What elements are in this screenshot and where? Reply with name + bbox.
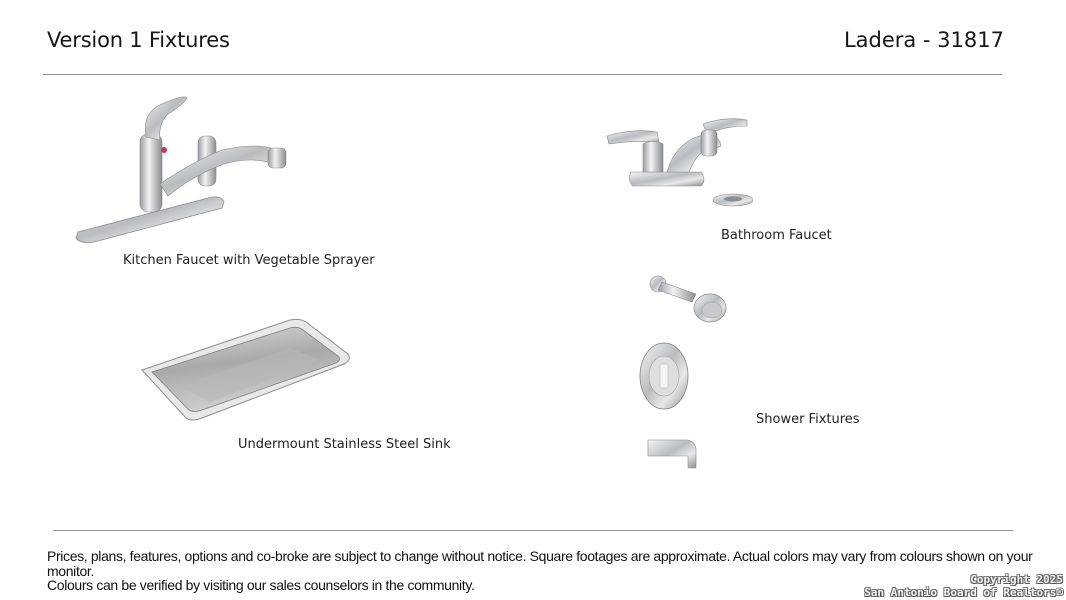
bathroom-faucet-image bbox=[606, 118, 754, 207]
kitchen-faucet-image bbox=[75, 96, 287, 243]
bottom-divider bbox=[53, 530, 1013, 531]
top-divider bbox=[43, 74, 1002, 75]
sink-caption: Undermount Stainless Steel Sink bbox=[238, 437, 451, 452]
shower-fixtures-caption: Shower Fixtures bbox=[756, 412, 860, 427]
shower-fixtures-image bbox=[639, 275, 727, 469]
copyright-line-1: Copyright 2025 bbox=[970, 573, 1063, 586]
kitchen-faucet-caption: Kitchen Faucet with Vegetable Sprayer bbox=[123, 253, 375, 268]
copyright-line-2: San Antonio Board of Realtors® bbox=[864, 586, 1063, 599]
bathroom-faucet-caption: Bathroom Faucet bbox=[721, 228, 832, 243]
disclaimer-line-2: Colours can be verified by visiting our … bbox=[47, 577, 475, 593]
sink-image bbox=[141, 318, 350, 421]
community-name: Ladera - 31817 bbox=[843, 28, 1004, 52]
page-title: Version 1 Fixtures bbox=[47, 28, 230, 52]
copyright-watermark: Copyright 2025 San Antonio Board of Real… bbox=[864, 573, 1063, 599]
disclaimer-line-1: Prices, plans, features, options and co-… bbox=[47, 548, 1033, 579]
disclaimer: Prices, plans, features, options and co-… bbox=[47, 549, 1057, 593]
